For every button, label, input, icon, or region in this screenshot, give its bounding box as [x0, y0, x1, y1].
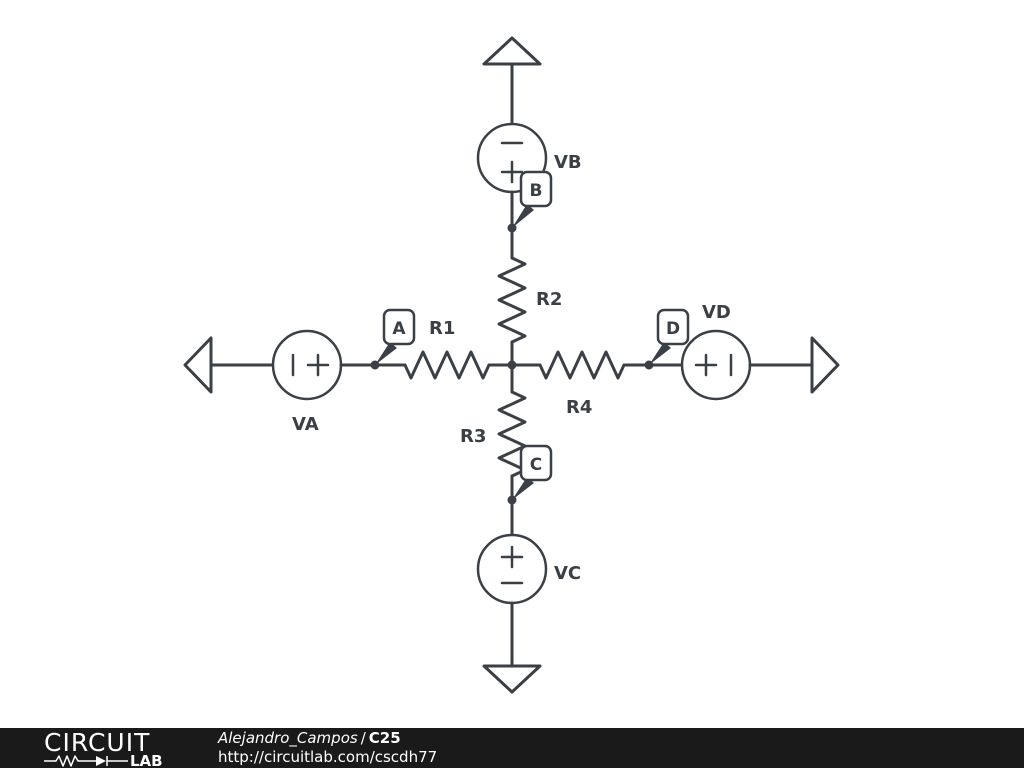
node-tag-c-text: C — [530, 455, 542, 475]
label-va: VA — [292, 414, 319, 435]
label-vb: VB — [554, 152, 582, 173]
resistor-r2[interactable] — [497, 256, 527, 344]
logo-bottom-row: LAB — [44, 752, 184, 770]
node-tag-c[interactable]: C — [512, 444, 553, 500]
node-tag-a-text: A — [392, 319, 406, 339]
node-tag-b[interactable]: B — [512, 170, 553, 228]
logo-text-lab: LAB — [130, 752, 163, 770]
footer-bar: CIRCUIT LAB Alejandro_Campos/C25 http://… — [0, 728, 1024, 770]
resistor-r3[interactable] — [497, 390, 527, 478]
voltage-source-vc[interactable] — [476, 533, 548, 605]
label-r3: R3 — [460, 426, 486, 447]
resistor-r4[interactable] — [538, 350, 626, 380]
circuit-credit: Alejandro_Campos/C25 — [218, 729, 401, 748]
label-vc: VC — [554, 563, 581, 584]
voltage-source-va[interactable] — [271, 329, 343, 401]
label-vd: VD — [702, 302, 731, 323]
node-tag-d[interactable]: D — [649, 308, 690, 365]
resistor-r1[interactable] — [403, 350, 491, 380]
author-name[interactable]: Alejandro_Campos — [218, 729, 358, 747]
voltage-source-vd[interactable] — [680, 329, 752, 401]
node-tag-a[interactable]: A — [375, 308, 416, 365]
label-r1: R1 — [429, 318, 455, 339]
credit-separator: / — [360, 729, 366, 747]
logo-text-circuit: CIRCUIT — [44, 728, 151, 757]
node-tag-d-text: D — [666, 319, 680, 339]
ground-bottom — [482, 601, 542, 694]
logo-resistor-diode-icon — [44, 755, 128, 767]
circuitlab-logo[interactable]: CIRCUIT LAB — [44, 728, 184, 770]
label-r4: R4 — [566, 397, 592, 418]
ground-right — [748, 336, 840, 394]
node-tag-b-text: B — [530, 181, 543, 201]
circuit-url-link[interactable]: http://circuitlab.com/cscdh77 — [218, 748, 438, 766]
ground-top — [482, 36, 542, 130]
circuit-title[interactable]: C25 — [368, 729, 401, 747]
label-r2: R2 — [536, 289, 562, 310]
ground-left — [183, 336, 275, 394]
